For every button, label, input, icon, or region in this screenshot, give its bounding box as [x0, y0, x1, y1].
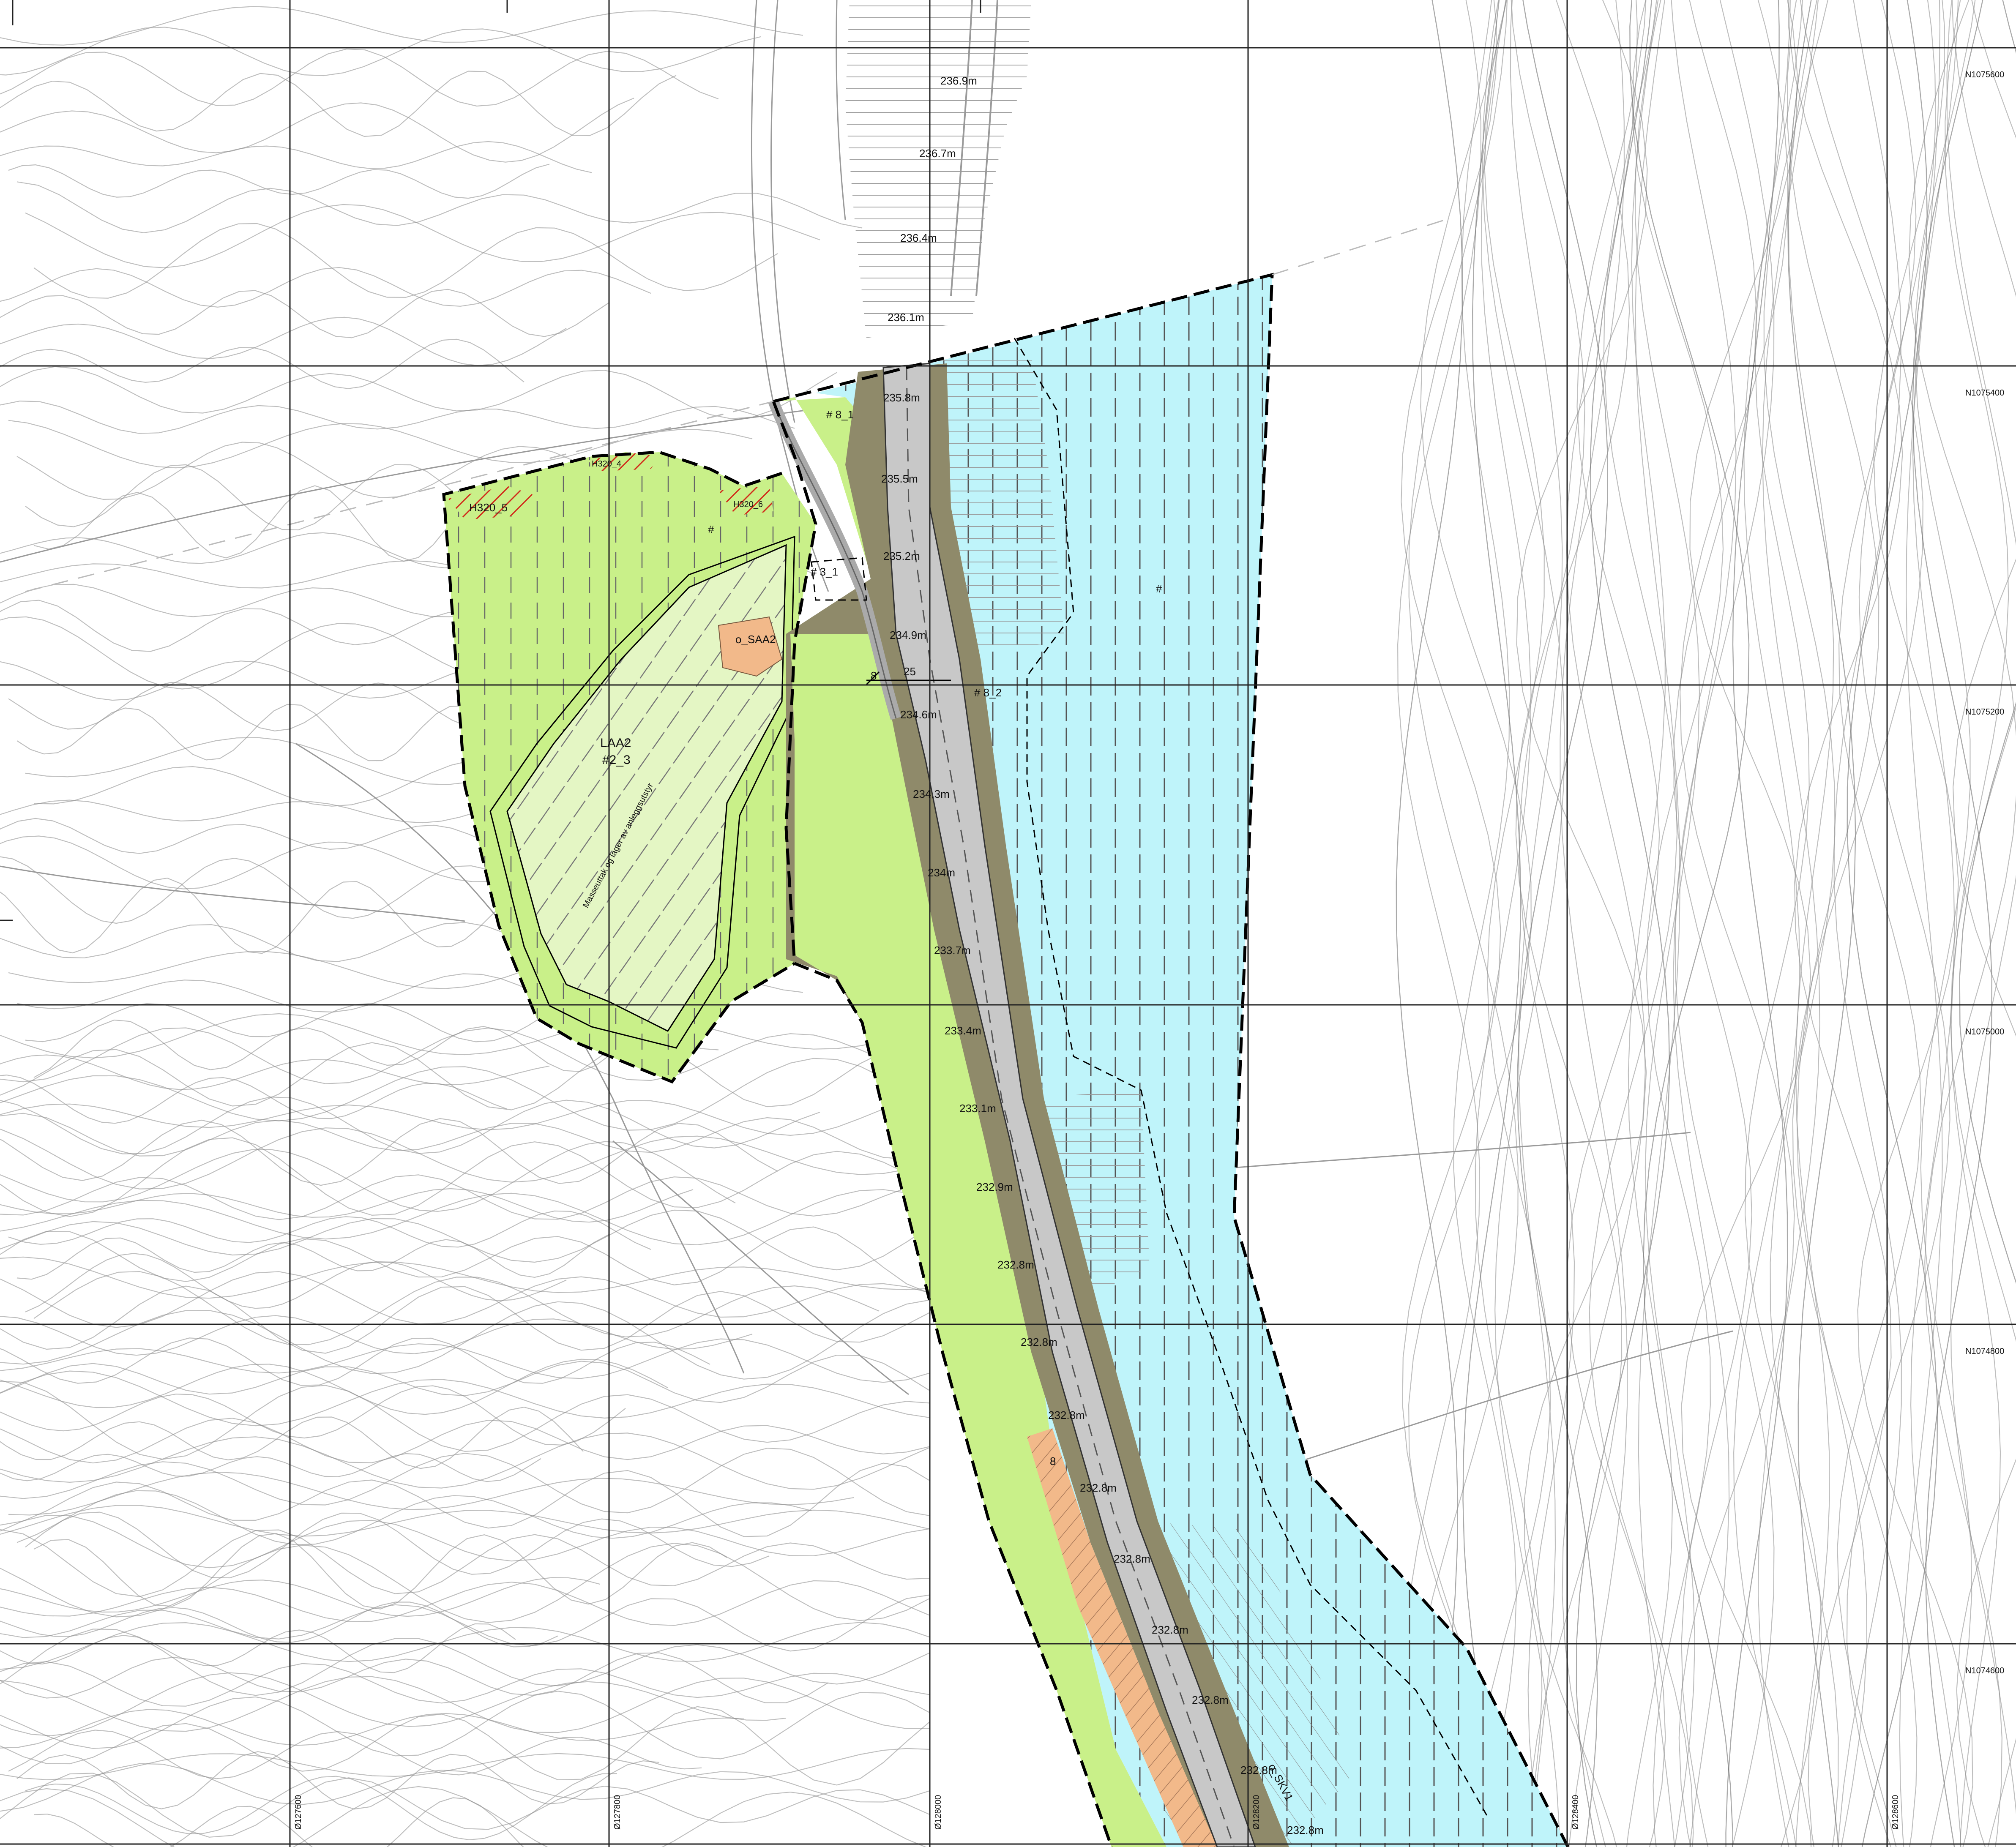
- elevation-label: 232.8m: [1152, 1623, 1188, 1636]
- northing-label: N1075600: [1965, 70, 2004, 79]
- elevation-label: 234.9m: [890, 629, 926, 641]
- elevation-label: 232.8m: [997, 1258, 1034, 1271]
- elevation-label: 236.1m: [888, 311, 924, 324]
- elevation-label: 232.8m: [1192, 1694, 1229, 1706]
- inner-dashed-line: [1013, 338, 1489, 1817]
- elevation-label: 235.2m: [883, 550, 920, 562]
- northing-labels: N1075600 N1075400 N1075200 N1075000 N107…: [1965, 70, 2004, 1675]
- h320-area-left: [448, 486, 533, 520]
- zone-code-laa2: LAA2: [600, 736, 631, 750]
- road-shoulder-area: [786, 363, 1289, 1847]
- elevation-label: 232.8m: [1080, 1481, 1117, 1494]
- easting-label: Ø128400: [1571, 1795, 1580, 1830]
- easting-label: Ø128600: [1891, 1795, 1900, 1830]
- northing-label: N1075200: [1965, 707, 2004, 717]
- elevation-label: 235.5m: [881, 472, 918, 485]
- northing-label: N1075400: [1965, 388, 2004, 398]
- blue-zone-pattern: [816, 275, 1568, 1847]
- elevation-label: 233.4m: [945, 1024, 981, 1037]
- easting-label: Ø127600: [294, 1795, 303, 1830]
- plan-boundary-green: [442, 450, 795, 1084]
- elevation-label: 236.4m: [900, 232, 937, 244]
- northing-label: N1075000: [1965, 1027, 2004, 1037]
- easting-label: Ø128200: [1252, 1795, 1261, 1830]
- elevation-label: 233.7m: [934, 944, 971, 957]
- elevation-label: 232.8m: [1240, 1764, 1277, 1776]
- zone-label-hash-green: #: [708, 523, 714, 536]
- h320-area-right: [718, 486, 773, 516]
- zone-label-8-1: # 8_1: [826, 408, 854, 421]
- plan-boundary-west: [772, 401, 1113, 1847]
- zone-label-h320-b: H320_6: [733, 500, 763, 509]
- zone-label-3-1: # 3_1: [811, 565, 838, 578]
- easting-label: Ø127800: [613, 1795, 622, 1830]
- elevation-label: 232.8m: [1021, 1336, 1057, 1348]
- elevation-label: 234.6m: [900, 708, 937, 721]
- orange-area-saa2: [718, 616, 783, 677]
- road-width-8-top: 8: [871, 669, 877, 682]
- elevation-label: 232.9m: [976, 1181, 1013, 1193]
- zone-sub-laa2: #2_3: [602, 753, 631, 767]
- orange-area-skv1: [1027, 1428, 1217, 1847]
- elevation-label: 236.9m: [940, 74, 977, 87]
- faint-dashed-line: [25, 219, 1446, 592]
- zone-box-3-1: [811, 557, 867, 601]
- elevation-label: 232.8m: [1114, 1552, 1150, 1565]
- elevation-label: 236.7m: [919, 147, 956, 160]
- easting-labels: Ø127600 Ø127800 Ø128000 Ø128200 Ø128400 …: [294, 1795, 1900, 1830]
- road-width-25: 25: [904, 665, 916, 678]
- zone-label-8-2: # 8_2: [974, 686, 1002, 699]
- road-centerline: [906, 367, 1235, 1847]
- elevation-label: 235.8m: [883, 391, 920, 404]
- road-carriageway: [882, 363, 1256, 1847]
- zone-label-saa2: o_SAA2: [735, 633, 776, 646]
- zone-label-h320-5: H320_5: [469, 501, 508, 514]
- easting-label: Ø128000: [934, 1795, 943, 1830]
- northing-label: N1074600: [1965, 1666, 2004, 1675]
- elevation-label: 234.3m: [913, 788, 950, 800]
- green-strip-road: [773, 397, 1166, 1847]
- zone-label-h320-a: H320_4: [592, 459, 621, 469]
- hline-hatch-top: [845, 0, 1031, 338]
- dimension-line-8: [866, 671, 880, 685]
- elevation-label: 233.1m: [959, 1102, 996, 1115]
- elevation-label: 232.8m: [1048, 1409, 1085, 1421]
- road-width-8-bottom: 8: [1050, 1455, 1056, 1468]
- elevation-label: 232.8m: [1287, 1824, 1324, 1836]
- elevation-label: 234m: [928, 866, 955, 879]
- plan-boundary-main: [773, 273, 1570, 1847]
- zone-label-hash-blue: #: [1156, 582, 1162, 595]
- northing-label: N1074800: [1965, 1347, 2004, 1356]
- elevation-labels: 236.9m 236.7m 236.4m 236.1m 235.8m 235.5…: [881, 74, 1324, 1836]
